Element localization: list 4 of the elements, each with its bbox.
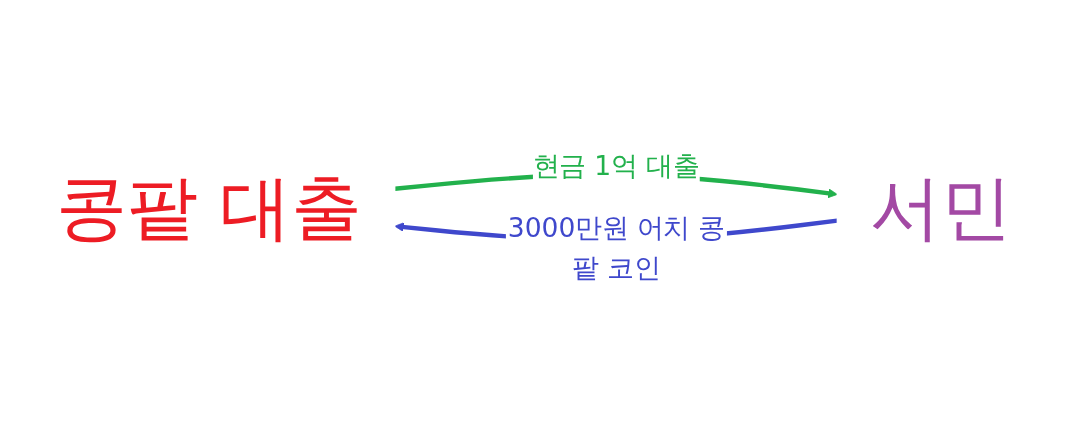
edge-label: 3000만원 어치 콩팥 코인 — [507, 212, 725, 284]
node-text: 서민 — [870, 166, 1012, 248]
node-text: 콩팥 대출 — [56, 166, 362, 248]
edge-label: 현금 1억 대출 — [532, 150, 700, 182]
